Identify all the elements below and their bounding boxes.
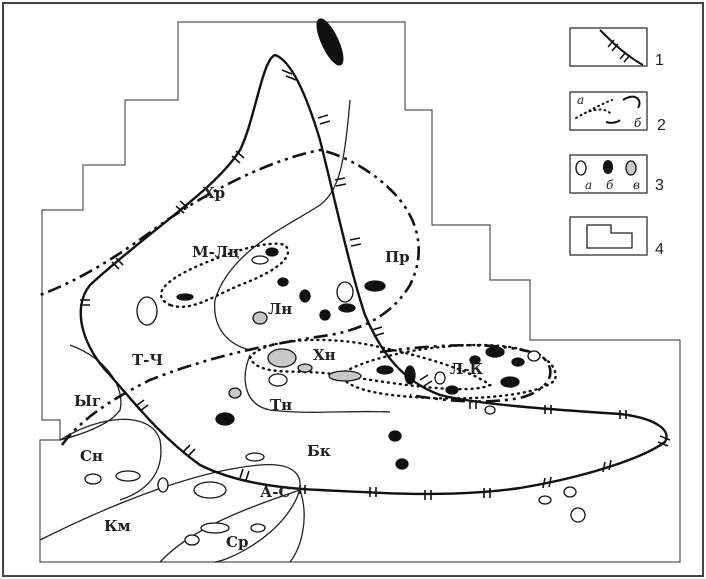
svg-text:б: б <box>634 116 642 130</box>
label-yg: Ыг <box>74 392 101 410</box>
legend: 1 а б 2 а б в 3 4 <box>569 27 666 258</box>
label-ln: Лн <box>268 300 292 318</box>
black-body <box>511 357 525 367</box>
svg-text:2: 2 <box>657 117 666 134</box>
svg-text:а: а <box>585 178 592 192</box>
white-body <box>336 281 354 303</box>
label-pr: Пр <box>385 248 410 266</box>
fault-line <box>79 53 668 496</box>
black-body <box>277 277 289 287</box>
black-body <box>176 293 194 301</box>
white-body <box>193 481 227 499</box>
grey-body <box>267 348 297 368</box>
svg-text:3: 3 <box>655 177 664 194</box>
white-body <box>136 296 158 326</box>
label-hn: Хн <box>313 346 336 364</box>
white-body <box>250 523 266 533</box>
white-body <box>434 371 446 385</box>
black-body <box>404 365 416 385</box>
white-body <box>570 507 586 523</box>
white-body <box>115 470 141 482</box>
label-l-k: Л-К <box>450 360 483 378</box>
legend-item-bodies: а б в 3 <box>569 154 664 194</box>
white-body <box>563 486 577 498</box>
label-sr: Ср <box>226 533 248 551</box>
grey-body-icon <box>625 160 637 176</box>
study-area-boundary <box>39 21 681 563</box>
black-body <box>485 346 505 358</box>
black-body <box>319 309 331 321</box>
black-body <box>500 376 520 388</box>
dotted-boundaries <box>159 242 557 400</box>
grey-body <box>228 387 242 399</box>
white-body <box>538 495 552 505</box>
svg-text:4: 4 <box>655 241 664 258</box>
black-body <box>215 412 235 426</box>
label-hr: Хр <box>203 184 225 202</box>
region-labels: Хр М-Лц Пр Лн Т-Ч Хн Л-К Ыг Тн Сн Бк А-С… <box>74 184 483 551</box>
black-body <box>395 458 409 470</box>
label-km: Км <box>104 517 131 535</box>
white-body <box>484 405 496 415</box>
white-body <box>268 373 288 387</box>
black-body <box>299 289 311 303</box>
label-bk: Бк <box>307 442 331 460</box>
white-body <box>157 477 169 493</box>
label-m-l: М-Лц <box>192 243 239 261</box>
white-body <box>251 255 269 265</box>
label-sn: Сн <box>80 447 103 465</box>
svg-text:а: а <box>577 93 584 107</box>
svg-text:б: б <box>606 178 614 192</box>
white-body-icon <box>575 160 587 176</box>
white-body <box>84 473 102 485</box>
black-body <box>445 385 459 395</box>
black-body-icon <box>603 160 613 174</box>
white-body <box>527 350 541 362</box>
black-body <box>469 355 481 365</box>
label-tn: Тн <box>270 396 292 414</box>
grey-body <box>252 311 268 325</box>
white-body <box>184 534 200 546</box>
white-body <box>245 452 265 462</box>
black-body <box>388 430 402 442</box>
ore-bodies <box>84 18 586 546</box>
svg-text:1: 1 <box>655 52 664 69</box>
legend-item-boundaries: а б 2 <box>569 91 666 134</box>
white-body <box>200 522 230 534</box>
legend-item-fault: 1 <box>569 27 664 69</box>
grey-body <box>328 370 362 382</box>
black-body <box>316 18 344 66</box>
label-a-s: А-С <box>260 483 290 501</box>
black-body <box>265 247 279 257</box>
svg-text:в: в <box>633 178 640 192</box>
black-body <box>376 365 394 375</box>
label-t-ch: Т-Ч <box>132 351 163 369</box>
black-body <box>338 303 356 313</box>
grey-body <box>297 363 313 373</box>
fault-hatches <box>80 69 671 500</box>
legend-item-area-boundary: 4 <box>569 216 664 258</box>
black-body <box>364 280 386 292</box>
